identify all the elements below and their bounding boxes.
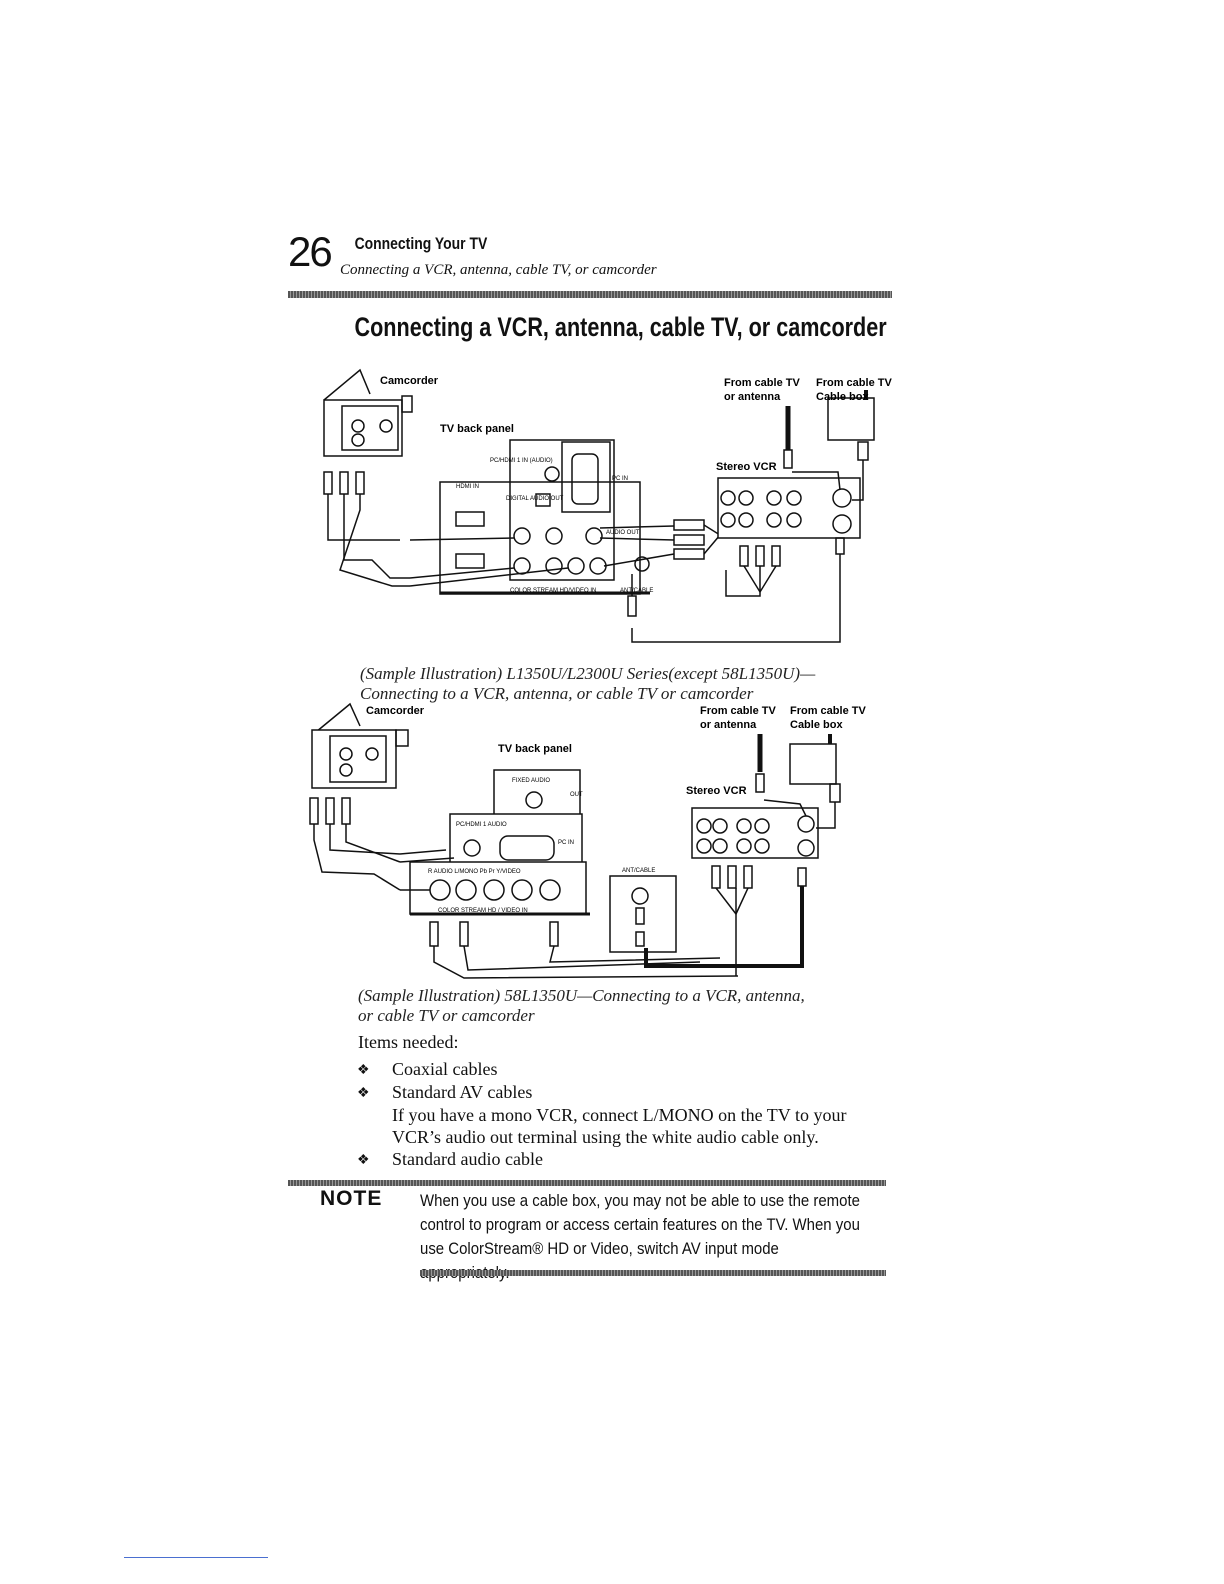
fig1-audio-out-label: AUDIO OUT	[606, 530, 640, 536]
fig2-audio-row-label: R AUDIO L/MONO Pb Pr Y/VIDEO	[428, 869, 521, 875]
item-standard-av-cables: Standard AV cables	[392, 1082, 533, 1102]
fig2-from-cable-box-label: From cable TV	[790, 705, 866, 717]
fig1-tv-back-panel-label: TV back panel	[440, 423, 514, 435]
note-bottom-rule	[420, 1270, 886, 1276]
fig1-hdmi-in-label: HDMI IN	[456, 484, 479, 490]
items-needed-intro: Items needed:	[358, 1032, 459, 1052]
note-label: NOTE	[320, 1187, 383, 1210]
fig2-camcorder-label: Camcorder	[366, 705, 425, 717]
header-rule	[288, 291, 892, 298]
item-coaxial-cables: Coaxial cables	[392, 1059, 498, 1079]
fig2-from-cable-antenna-label: From cable TV	[700, 705, 776, 717]
fig1-or-antenna-label: or antenna	[724, 391, 781, 403]
figure-2-connection-diagram: Camcorder TV back panel From cable TV or…	[309, 702, 866, 979]
fig2-ant-cable-label: ANT/CABLE	[622, 868, 655, 874]
fig1-cable-box-label: Cable box	[816, 391, 869, 403]
mono-vcr-note-line-1: If you have a mono VCR, connect L/MONO o…	[392, 1105, 847, 1125]
fig1-camcorder-label: Camcorder	[380, 375, 439, 387]
fig2-or-antenna-label: or antenna	[700, 719, 757, 731]
fig2-caption-line-2: or cable TV or camcorder	[358, 1006, 535, 1025]
fig1-caption-line-2: Connecting to a VCR, antenna, or cable T…	[360, 684, 754, 703]
fig1-caption-line-1: (Sample Illustration) L1350U/L2300U Seri…	[360, 664, 816, 683]
section-subtitle: Connecting a VCR, antenna, cable TV, or …	[340, 262, 657, 278]
fig2-caption-line-1: (Sample Illustration) 58L1350U—Connectin…	[358, 986, 805, 1005]
fig2-pc-hdmi-audio-label: PC/HDMI 1 AUDIO	[456, 822, 507, 828]
fig1-from-cable-box-label: From cable TV	[816, 377, 892, 389]
note-text-line-3: use ColorStream® HD or Video, switch AV …	[420, 1239, 779, 1282]
fig1-digital-audio-out-label: DIGITAL AUDIO OUT	[506, 496, 564, 502]
item-standard-audio-cable: Standard audio cable	[392, 1149, 543, 1169]
note-text-line-2: control to program or access certain fea…	[420, 1215, 860, 1234]
fig1-pc-in-label: PC IN	[612, 476, 628, 482]
fig1-colorstream-label: COLOR STREAM HD/VIDEO IN	[510, 588, 596, 594]
bullet-icon: ❖	[357, 1086, 370, 1101]
fig2-cable-box-label: Cable box	[790, 719, 843, 731]
fig2-colorstream-label: COLOR STREAM HD / VIDEO IN	[438, 908, 528, 914]
fig1-stereo-vcr-label: Stereo VCR	[716, 461, 777, 473]
page-number: 26	[288, 228, 333, 275]
note-text-line-1: When you use a cable box, you may not be…	[420, 1191, 860, 1210]
chapter-title: Connecting Your TV	[354, 234, 488, 253]
fig2-pc-in-label: PC IN	[558, 840, 574, 846]
fig1-ant-cable-label: ANT/CABLE	[620, 588, 653, 594]
fig2-fixed-audio-label: FIXED AUDIO	[512, 778, 550, 784]
bullet-icon: ❖	[357, 1153, 370, 1168]
fig1-from-cable-antenna-label: From cable TV	[724, 377, 800, 389]
note-top-rule	[288, 1180, 886, 1186]
mono-vcr-note-line-2: VCR’s audio out terminal using the white…	[392, 1127, 819, 1147]
fig2-stereo-vcr-label: Stereo VCR	[686, 785, 747, 797]
footer-line	[124, 1557, 268, 1558]
fig2-tv-back-panel-label: TV back panel	[498, 743, 572, 755]
bullet-icon: ❖	[357, 1063, 370, 1078]
figure-1-connection-diagram: Camcorder TV back panel From cable TV or…	[323, 368, 892, 643]
fig1-pc-hdmi-in-label: PC/HDMI 1 IN (AUDIO)	[490, 458, 553, 464]
fig2-out-label: OUT	[570, 792, 583, 798]
section-heading: Connecting a VCR, antenna, cable TV, or …	[354, 312, 887, 342]
